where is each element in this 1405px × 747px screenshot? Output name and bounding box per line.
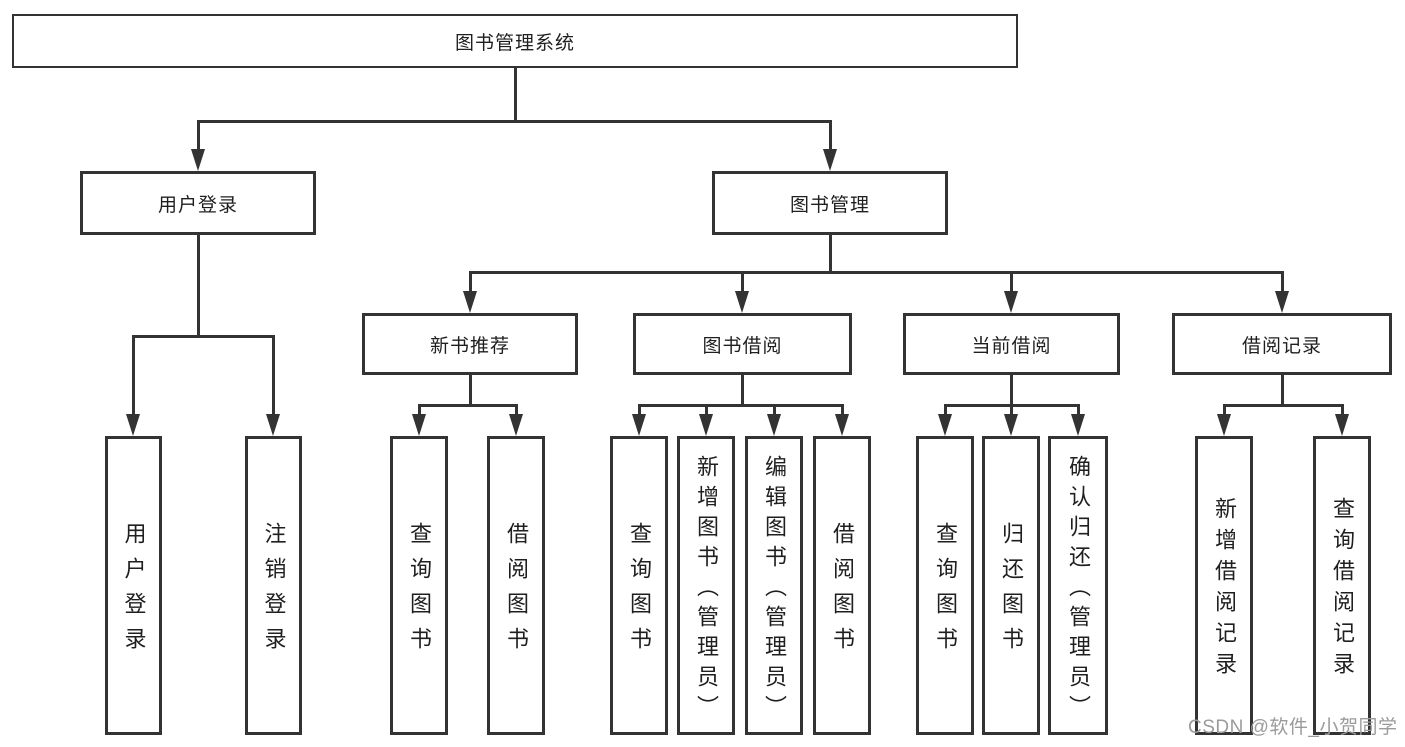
node-user-login: 用户登录 [80, 171, 316, 235]
arrow-down-icon [835, 414, 849, 436]
connector-line [418, 404, 421, 415]
node-label: 图书管理系统 [454, 32, 575, 54]
node-library-system: 图书管理系统 [12, 14, 1018, 68]
connector-line [741, 271, 744, 293]
connector-line [705, 404, 708, 415]
leaf-return-books: 归还图书 [982, 436, 1040, 735]
connector-line [1223, 404, 1344, 407]
connector-line [741, 375, 744, 406]
arrow-down-icon [126, 414, 140, 436]
connector-line [515, 404, 518, 415]
arrow-down-icon [1217, 414, 1231, 436]
connector-line [829, 120, 832, 151]
node-label: 借阅图书 [830, 522, 855, 662]
node-label: 新书推荐 [429, 335, 510, 357]
connector-line [469, 375, 472, 406]
connector-line [773, 404, 776, 415]
connector-line [638, 404, 641, 415]
arrow-down-icon [266, 414, 280, 436]
connector-line [1010, 271, 1013, 293]
node-label: 借阅图书 [504, 522, 529, 662]
connector-line [197, 120, 200, 151]
node-current-borrowing: 当前借阅 [903, 313, 1120, 375]
arrow-down-icon [1071, 414, 1085, 436]
node-borrowing-records: 借阅记录 [1172, 313, 1392, 375]
leaf-user-login: 用户登录 [105, 436, 162, 735]
connector-line [1010, 404, 1013, 415]
node-label: 查询图书 [933, 522, 958, 662]
node-label: 用户登录 [121, 522, 147, 662]
connector-line [132, 335, 135, 415]
node-label: 图书管理 [789, 194, 870, 216]
node-label: 查询图书 [627, 522, 652, 662]
connector-line [1223, 404, 1226, 415]
node-label: 查询借阅记录 [1330, 497, 1355, 683]
arrow-down-icon [412, 414, 426, 436]
arrow-down-icon [1004, 414, 1018, 436]
leaf-borrow-books-recommend: 借阅图书 [487, 436, 545, 735]
node-label: 当前借阅 [971, 335, 1052, 357]
arrow-down-icon [699, 414, 713, 436]
node-label: 图书借阅 [702, 335, 783, 357]
connector-line [1010, 375, 1013, 406]
node-label: 新增借阅记录 [1212, 497, 1237, 683]
leaf-logout-login: 注销登录 [245, 436, 302, 735]
node-label: 注销登录 [261, 522, 287, 662]
connector-line [469, 271, 472, 293]
arrow-down-icon [938, 414, 952, 436]
connector-line [638, 404, 844, 407]
leaf-borrow-books: 借阅图书 [813, 436, 871, 735]
connector-line [418, 404, 518, 407]
leaf-confirm-return-admin: 确认归还（管理员） [1048, 436, 1108, 735]
csdn-watermark: CSDN @软件_小贺同学 [1188, 717, 1398, 738]
connector-line [1281, 375, 1284, 406]
leaf-query-books-borrowing: 查询图书 [610, 436, 668, 735]
node-new-book-recommend: 新书推荐 [362, 313, 578, 375]
leaf-edit-books-admin: 编辑图书（管理员） [745, 436, 803, 735]
arrow-down-icon [1275, 291, 1289, 313]
leaf-add-books-admin: 新增图书（管理员） [677, 436, 735, 735]
arrow-down-icon [632, 414, 646, 436]
node-label: 确认归还（管理员） [1066, 454, 1091, 725]
connector-line [197, 235, 200, 336]
connector-line [514, 68, 517, 122]
leaf-add-borrow-record: 新增借阅记录 [1195, 436, 1253, 735]
arrow-down-icon [735, 291, 749, 313]
arrow-down-icon [1004, 291, 1018, 313]
node-label: 用户登录 [157, 194, 238, 216]
arrow-down-icon [191, 149, 205, 171]
arrow-down-icon [1335, 414, 1349, 436]
node-book-management: 图书管理 [712, 171, 948, 235]
connector-line [1077, 404, 1080, 415]
connector-line [469, 271, 1283, 274]
connector-line [197, 120, 831, 123]
node-label: 查询图书 [407, 522, 432, 662]
connector-line [944, 404, 947, 415]
arrow-down-icon [463, 291, 477, 313]
node-label: 新增图书（管理员） [694, 454, 719, 725]
node-label: 归还图书 [999, 522, 1024, 662]
arrow-down-icon [823, 149, 837, 171]
node-label: 借阅记录 [1241, 335, 1322, 357]
arrow-down-icon [767, 414, 781, 436]
connector-line [1341, 404, 1344, 415]
node-label: 编辑图书（管理员） [762, 454, 787, 725]
connector-line [272, 335, 275, 415]
connector-line [1281, 271, 1284, 293]
leaf-query-borrow-record: 查询借阅记录 [1313, 436, 1371, 735]
connector-line [829, 235, 832, 273]
connector-line [841, 404, 844, 415]
arrow-down-icon [509, 414, 523, 436]
leaf-query-books-current: 查询图书 [916, 436, 974, 735]
leaf-query-books-recommend: 查询图书 [390, 436, 448, 735]
node-book-borrowing: 图书借阅 [633, 313, 852, 375]
connector-line [132, 335, 275, 338]
